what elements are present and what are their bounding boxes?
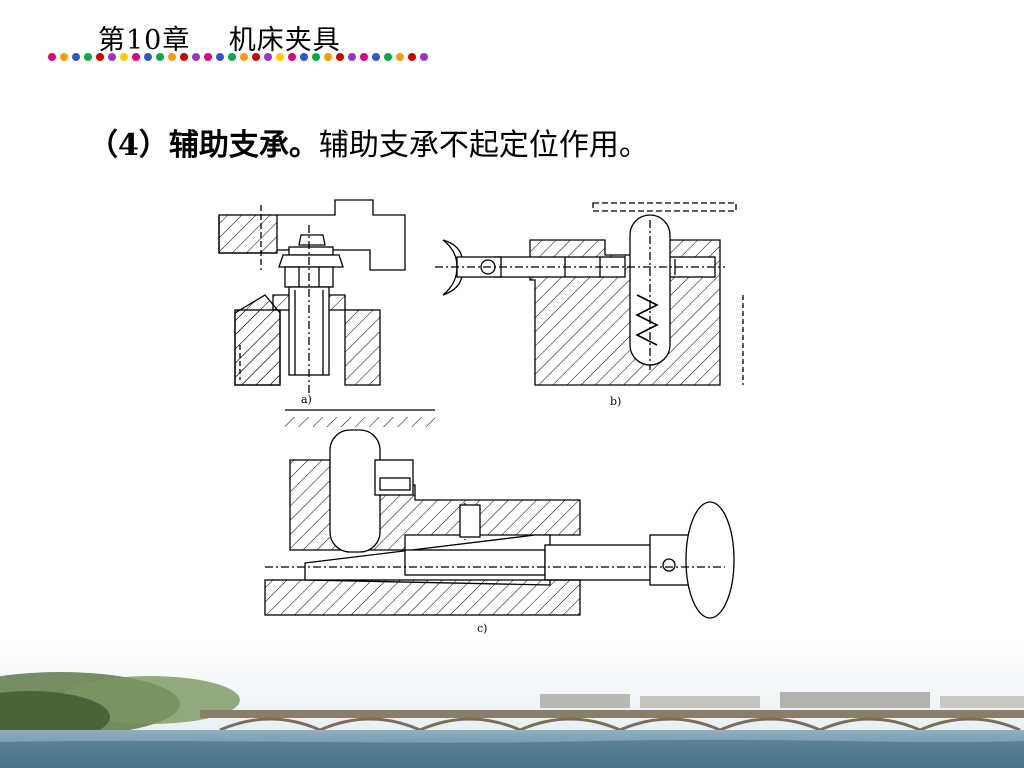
decorative-dot [96, 53, 104, 61]
bridge [200, 710, 1024, 732]
term-description: 辅助支承不起定位作用。 [318, 128, 649, 163]
decorative-dot [360, 53, 368, 61]
decorative-dot [156, 53, 164, 61]
figure-c-drawing [264, 409, 735, 619]
decorative-dot [108, 53, 116, 61]
decorative-dot [120, 53, 128, 61]
decorative-dot [336, 53, 344, 61]
chapter-name: 机床夹具 [228, 25, 341, 56]
term-auxiliary-support: 辅助支承。 [168, 128, 319, 163]
auxiliary-support-figure: a) b) c) [218, 199, 744, 635]
distant-buildings [540, 692, 1024, 708]
decorative-dot [144, 53, 152, 61]
decorative-dot [180, 53, 188, 61]
decorative-dot [300, 53, 308, 61]
intro-paragraph: （4）辅助支承。辅助支承不起定位作用。 [88, 120, 649, 164]
decorative-dot [192, 53, 200, 61]
decorative-dot [348, 53, 356, 61]
decorative-dot [324, 53, 332, 61]
decorative-dot [384, 53, 392, 61]
figure-c-label: c) [477, 622, 487, 635]
figure-a-label: a) [301, 393, 312, 406]
chapter-title: 第10章 机床夹具 [98, 18, 341, 57]
item-number: （4） [88, 128, 169, 163]
decorative-dot [228, 53, 236, 61]
bridge-scenery-footer [0, 642, 1024, 768]
decorative-dot [72, 53, 80, 61]
figure-b-label: b) [610, 395, 621, 408]
decorative-dot [60, 53, 68, 61]
figure-a-drawing [218, 199, 406, 395]
decorative-dot [252, 53, 260, 61]
decorative-dot [264, 53, 272, 61]
decorative-dot [420, 53, 428, 61]
decorative-dot-row [48, 53, 428, 61]
figure-b-drawing [435, 202, 744, 386]
decorative-dot [312, 53, 320, 61]
decorative-dot [276, 53, 284, 61]
decorative-dot [84, 53, 92, 61]
decorative-dot [216, 53, 224, 61]
decorative-dot [372, 53, 380, 61]
decorative-dot [288, 53, 296, 61]
decorative-dot [240, 53, 248, 61]
decorative-dot [48, 53, 56, 61]
decorative-dot [132, 53, 140, 61]
chapter-number: 第10章 [98, 25, 191, 56]
decorative-dot [168, 53, 176, 61]
decorative-dot [204, 53, 212, 61]
tree-silhouette [0, 672, 240, 743]
decorative-dot [408, 53, 416, 61]
decorative-dot [396, 53, 404, 61]
